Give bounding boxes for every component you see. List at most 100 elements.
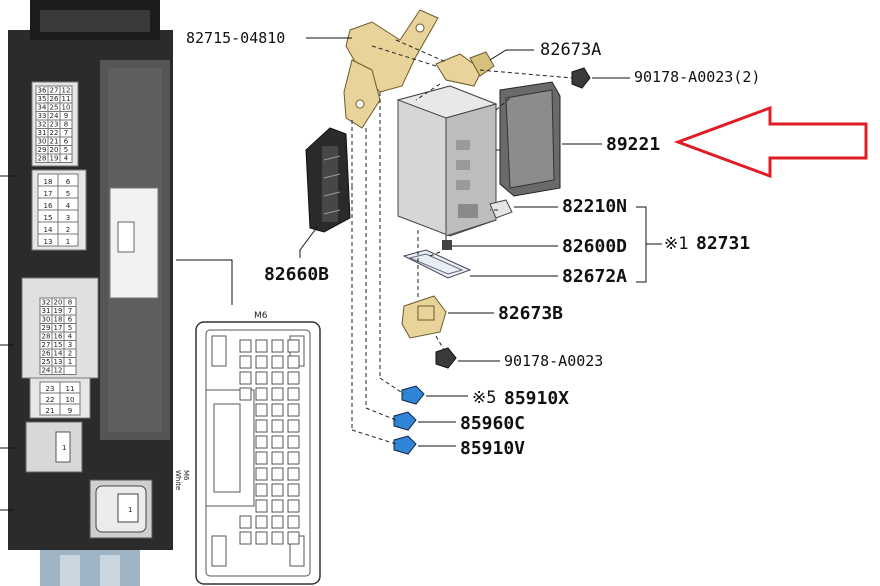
- fuse-number: 6: [68, 316, 73, 324]
- fuse-number: 2: [66, 226, 70, 234]
- fuse-number: 4: [64, 155, 69, 163]
- m6-pin: [271, 531, 284, 545]
- connector-block: [305, 127, 351, 233]
- part-number-fuse-holder: 82600D: [562, 236, 627, 257]
- fuse-number: 10: [62, 104, 71, 112]
- part-number-cover: 82672A: [562, 266, 627, 287]
- m6-pin: [239, 515, 252, 529]
- m6-pin: [271, 403, 284, 417]
- part-number-relay-c: 85960C: [460, 413, 525, 434]
- part-number-ecu: 89221: [606, 134, 660, 155]
- m6-pin: [255, 339, 268, 353]
- part-number-clip-2: 90178-A0023(2): [634, 68, 760, 86]
- m6-pin: [271, 371, 284, 385]
- fuse-cell: [59, 403, 81, 416]
- fuse-number: 19: [50, 155, 59, 163]
- m6-pin: [287, 355, 300, 369]
- m6-pin: [255, 403, 268, 417]
- fuse-number: 11: [66, 385, 75, 393]
- fuse-number: 35: [38, 95, 47, 103]
- m6-pin: [271, 451, 284, 465]
- fuse-number: 6: [66, 178, 71, 186]
- m6-pin: [271, 339, 284, 353]
- fuse-number: 9: [64, 112, 68, 120]
- fuse-number: 28: [42, 333, 51, 341]
- fuse-number: 9: [68, 407, 72, 415]
- m6-pin: [239, 371, 252, 385]
- m6-pin: [239, 531, 252, 545]
- relay-blue-v: [393, 435, 417, 455]
- fuse-number: 22: [46, 396, 55, 404]
- ecu-box: [396, 85, 498, 237]
- fuse-number: 13: [44, 238, 53, 246]
- m6-pin: [271, 387, 284, 401]
- fuse-number: 30: [38, 138, 47, 146]
- fuse-number: 18: [54, 316, 63, 324]
- fuse-number: 23: [46, 385, 55, 393]
- fuse-number: 3: [66, 214, 70, 222]
- m6-pin: [255, 371, 268, 385]
- part-number-bracket-top: 82715-04810: [186, 29, 285, 47]
- m6-connector: M6 M6 White: [174, 259, 321, 585]
- fuse-number: 5: [64, 146, 68, 154]
- fuse-number: 11: [62, 95, 71, 103]
- m6-pin: [287, 467, 300, 481]
- m6-pin: [287, 531, 300, 545]
- fuse-number: 22: [50, 129, 59, 137]
- connector-side-name: M6: [182, 470, 190, 481]
- fuse-number: 19: [54, 307, 63, 315]
- fuse-number: 23: [50, 121, 59, 129]
- part-number-relay-x: 85910X: [504, 388, 569, 409]
- part-number-connector-block: 82660B: [264, 264, 329, 285]
- fuse-number: 26: [42, 350, 51, 358]
- m6-pin: [239, 355, 252, 369]
- fuse-number: 5: [68, 324, 72, 332]
- m6-pin: [287, 451, 300, 465]
- fuse-number: 17: [54, 324, 63, 332]
- m6-pin: [287, 419, 300, 433]
- relay-blue-x: [401, 385, 425, 405]
- m6-pin: [287, 483, 300, 497]
- fuse-number: 21: [50, 138, 59, 146]
- fuse-number: 5: [66, 190, 70, 198]
- m6-pin: [271, 467, 284, 481]
- large-connector-label: 1: [128, 506, 132, 514]
- group-mark: ※1: [664, 234, 688, 254]
- part-number-relay-v: 85910V: [460, 438, 525, 459]
- fuse-number: 29: [38, 146, 47, 154]
- fuse-number: 7: [68, 307, 72, 315]
- fuse-number: 21: [46, 407, 55, 415]
- fuse-number: 3: [68, 341, 72, 349]
- fuse-number: 26: [50, 95, 59, 103]
- fuse-number: 15: [44, 214, 53, 222]
- part-number-clip-1: 90178-A0023: [504, 352, 603, 370]
- connector-side-color: White: [174, 470, 182, 490]
- m6-pin: [255, 483, 268, 497]
- fuse-number: 36: [38, 87, 47, 95]
- fuse-number: 16: [54, 333, 63, 341]
- fuse-number: 1: [66, 238, 70, 246]
- m6-pin: [271, 515, 284, 529]
- fuse-cell: [59, 153, 73, 163]
- exploded-parts: 82715-04810 82673A 90178-A0023(2) 89221: [186, 9, 868, 459]
- fuse-number: 33: [38, 112, 47, 120]
- fuse-number: 32: [38, 121, 47, 129]
- m6-pin: [271, 499, 284, 513]
- fuse-number: 7: [64, 129, 68, 137]
- m6-pin: [271, 355, 284, 369]
- fuse-number: 2: [68, 350, 72, 358]
- fuse-number: 6: [64, 138, 69, 146]
- fuse-number: 24: [42, 367, 51, 375]
- part-number-relay: 82210N: [562, 196, 627, 217]
- fuse-number: 27: [42, 341, 51, 349]
- fuse-number: 28: [38, 155, 47, 163]
- m6-pin: [271, 483, 284, 497]
- fuse-number: 24: [50, 112, 59, 120]
- m6-pin: [255, 355, 268, 369]
- m6-pin: [239, 387, 252, 401]
- fuse-number: 34: [38, 104, 47, 112]
- m6-pin: [255, 499, 268, 513]
